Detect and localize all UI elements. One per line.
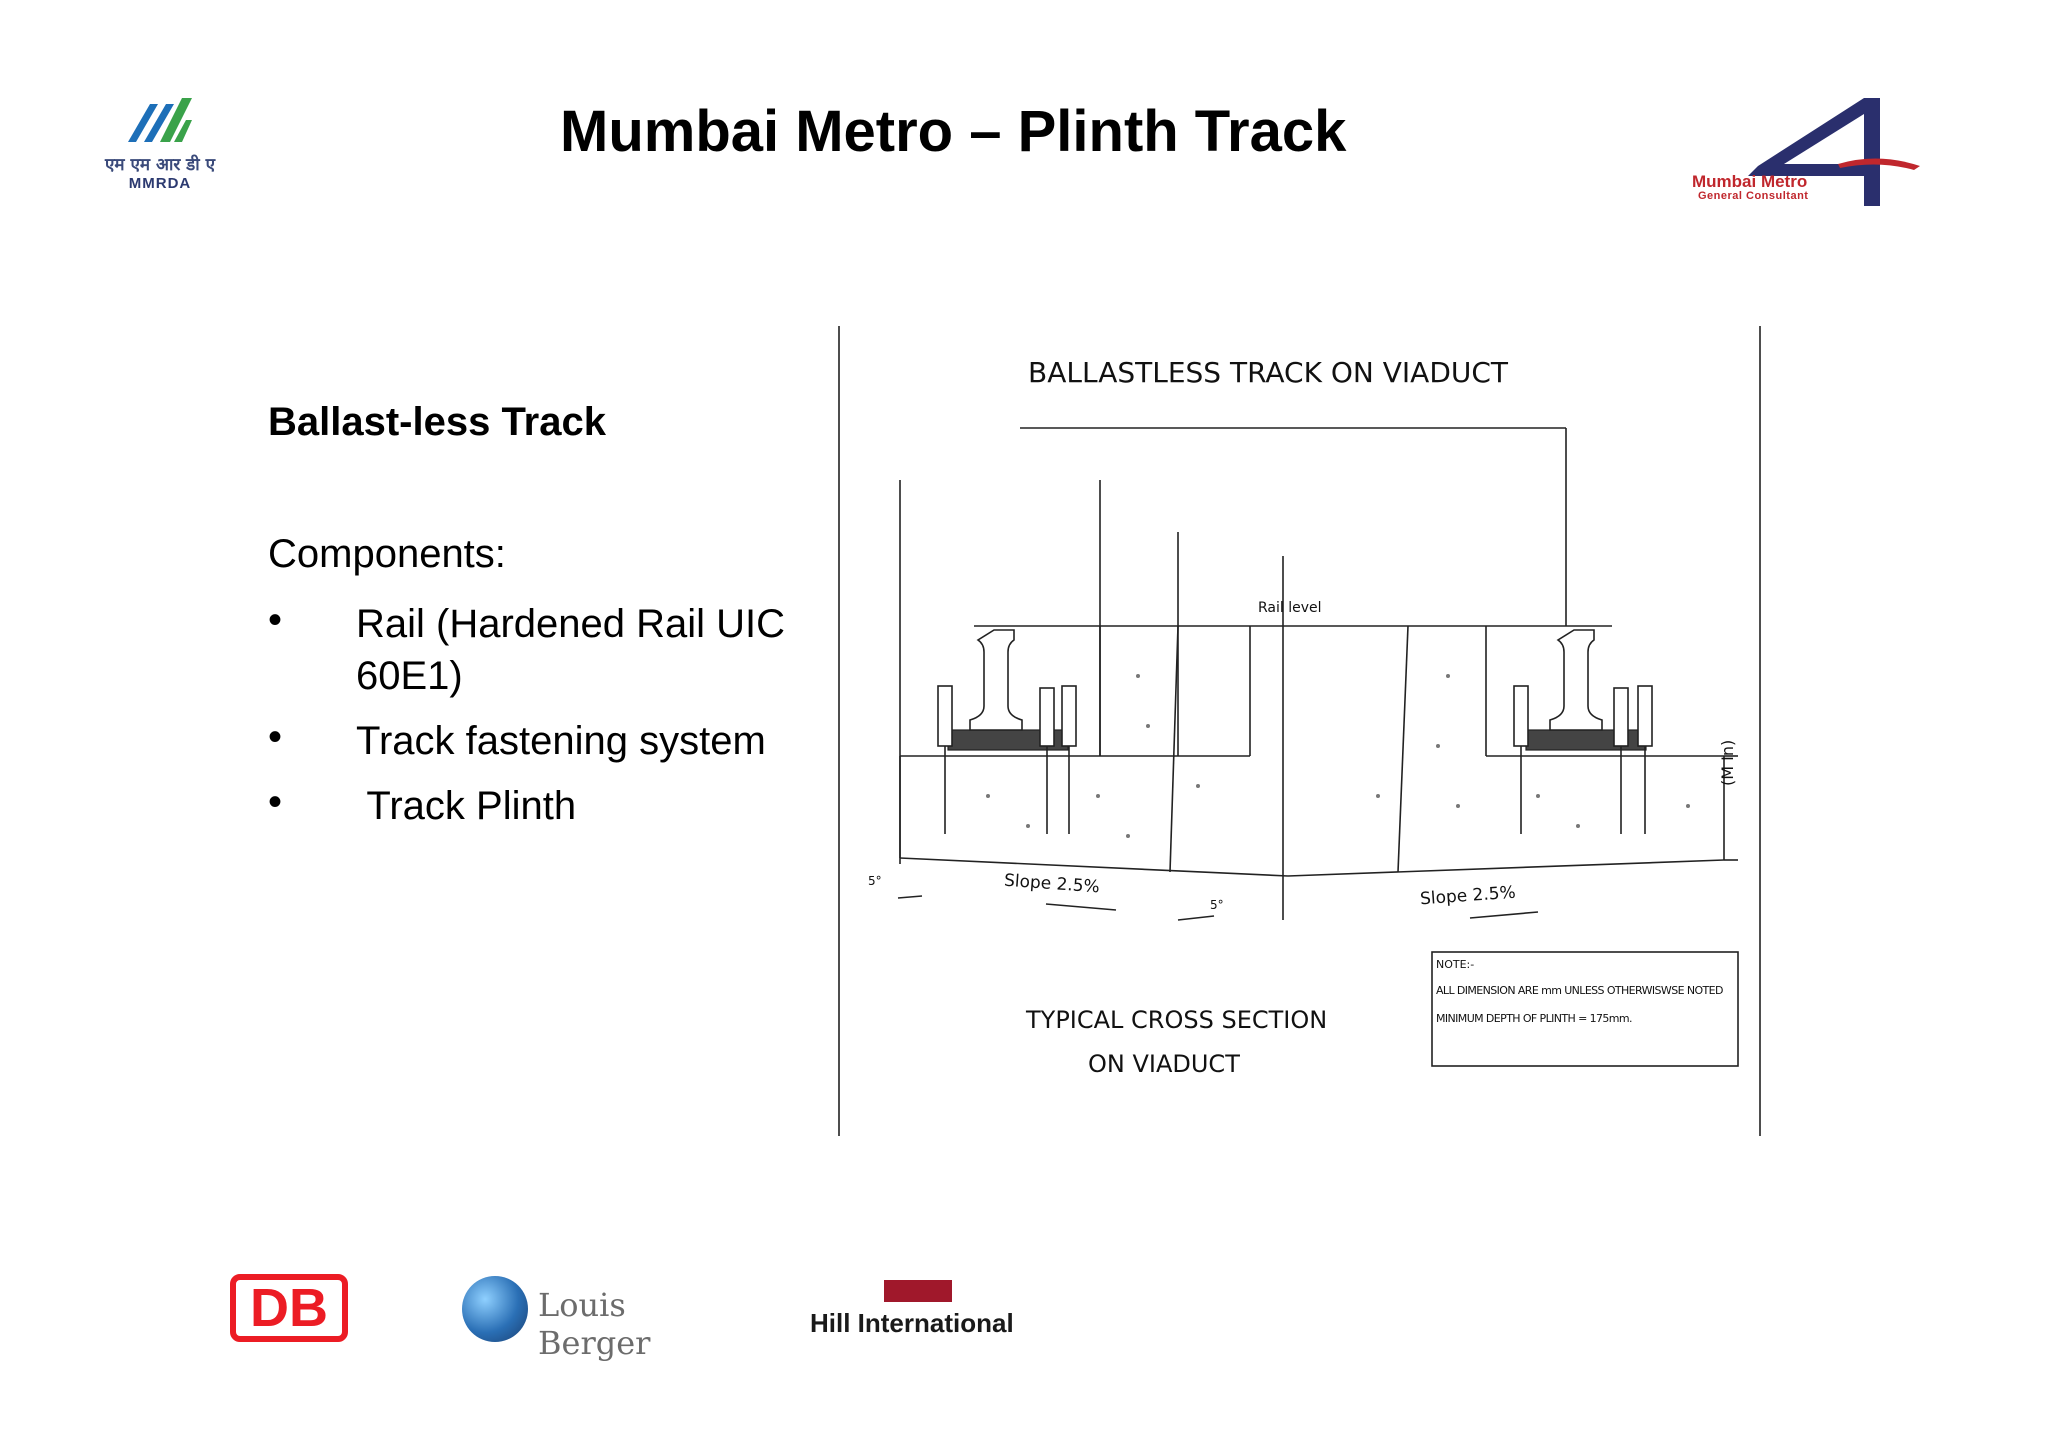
louis-berger-logo: Louis Berger	[462, 1276, 702, 1362]
list-item-text: Track fastening system	[356, 719, 766, 763]
diagram-title: BALLASTLESS TRACK ON VIADUCT	[1028, 356, 1509, 389]
diagram-caption-line2: ON VIADUCT	[1088, 1050, 1240, 1078]
side-dimension-label: (M In)	[1718, 739, 1737, 786]
rail-level-label: Rail level	[1258, 600, 1322, 616]
mmrda-caption: MMRDA	[128, 175, 192, 192]
mmrda-hindi-caption: एम एम आर डी ए	[104, 155, 216, 175]
note-heading: NOTE:-	[1436, 958, 1475, 971]
hill-mark-icon	[884, 1280, 952, 1302]
louis-berger-name: Louis Berger	[538, 1286, 651, 1362]
section-heading: Ballast-less Track	[268, 400, 606, 444]
mumbai-metro-4-icon	[1748, 98, 1920, 206]
gc-subcaption: General Consultant	[1698, 190, 1809, 202]
bullet-icon: •	[268, 598, 283, 642]
cross-section-drawing	[838, 326, 1761, 1136]
note-line1: ALL DIMENSION ARE mm UNLESS OTHERWISWSE …	[1436, 984, 1723, 997]
bullet-icon: •	[268, 780, 283, 824]
partner-logos: DB Louis Berger Hill International	[0, 1260, 2048, 1380]
gc-caption: Mumbai Metro	[1692, 172, 1808, 191]
angle-left-label: 5°	[868, 874, 882, 888]
track-cross-section-diagram: BALLASTLESS TRACK ON VIADUCT Rail level …	[838, 326, 1764, 1136]
mmrda-logo: एम एम आर डी ए MMRDA	[100, 92, 220, 192]
components-label: Components:	[268, 532, 506, 576]
bullet-icon: •	[268, 715, 283, 759]
globe-icon	[462, 1276, 528, 1342]
mumbai-metro-gc-logo: Mumbai Metro General Consultant	[1688, 94, 1928, 206]
hill-international-logo: Hill International	[810, 1280, 1030, 1350]
hill-international-name: Hill International	[810, 1308, 1014, 1338]
mmrda-mark-icon	[128, 98, 192, 142]
diagram-caption-line1: TYPICAL CROSS SECTION	[1026, 1006, 1328, 1034]
db-logo: DB	[230, 1274, 348, 1342]
list-item-text: Rail (Hardened Rail UIC 60E1)	[356, 602, 786, 698]
list-item-text: Track Plinth	[356, 784, 577, 828]
page-title: Mumbai Metro – Plinth Track	[560, 99, 1347, 164]
note-line2: MINIMUM DEPTH OF PLINTH = 175mm.	[1436, 1012, 1633, 1025]
angle-mid-label: 5°	[1210, 898, 1224, 912]
